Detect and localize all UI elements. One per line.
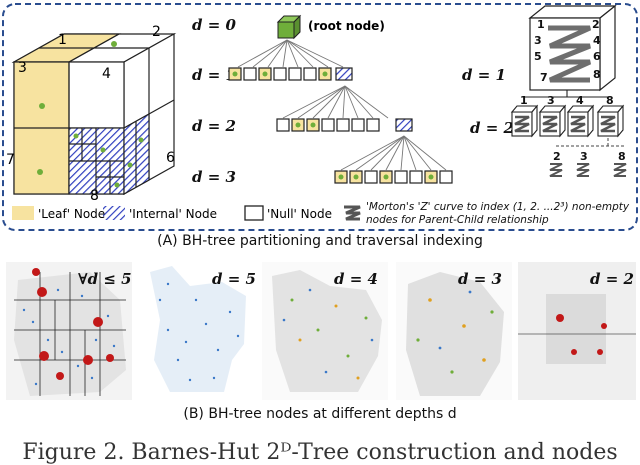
cube-label-3: 3 xyxy=(18,60,27,76)
cube-label-8: 8 xyxy=(90,188,99,204)
child-number-3: 3 xyxy=(547,94,555,107)
depth-label-3: d = 3 xyxy=(192,168,236,186)
panel-d2 xyxy=(518,294,636,364)
panel-d3 xyxy=(406,272,504,396)
tree-edges xyxy=(237,39,447,171)
depth-label-1: d = 1 xyxy=(192,66,236,84)
panel-label-all: ∀d ≤ 5 xyxy=(78,270,132,288)
cube-label-6: 6 xyxy=(166,150,175,166)
cube-label-1: 1 xyxy=(58,32,67,48)
legend-internal-label: 'Internal' Node xyxy=(129,207,217,221)
morton-number-3: 3 xyxy=(534,34,542,47)
grandchild-number-2: 2 xyxy=(553,150,561,163)
grandchild-number-3: 3 xyxy=(580,150,588,163)
figure-caption: Figure 2. Barnes-Hut 2ᴰ-Tree constructio… xyxy=(22,440,618,465)
child-number-8: 8 xyxy=(606,94,614,107)
morton-number-5: 5 xyxy=(534,50,542,63)
legend-morton-label: 'Morton's 'Z' curve to index (1, 2. ...2… xyxy=(366,201,630,226)
tree-row-d1 xyxy=(228,67,353,81)
root-node-label: (root node) xyxy=(308,19,385,33)
right-depth-label-2: d = 2 xyxy=(470,119,514,137)
cube-label-4: 4 xyxy=(102,66,111,82)
panel-d5 xyxy=(150,266,246,392)
panel-label-d5: d = 5 xyxy=(212,270,256,288)
octree-cube xyxy=(11,32,177,196)
cube-points xyxy=(37,41,144,188)
morton-number-2: 2 xyxy=(592,18,600,31)
panel-d4 xyxy=(272,270,382,392)
caption-a: (A) BH-tree partitioning and traversal i… xyxy=(157,233,483,249)
depth-label-0: d = 0 xyxy=(192,16,237,34)
tree-row-d3 xyxy=(334,170,453,184)
cube-label-2: 2 xyxy=(152,24,161,40)
morton-number-7: 7 xyxy=(540,71,548,84)
right-depth-label-1: d = 1 xyxy=(462,66,506,84)
grandchild-number-8: 8 xyxy=(618,150,626,163)
legend-null-label: 'Null' Node xyxy=(267,207,332,221)
z-curve-icon xyxy=(548,25,592,83)
morton-number-8: 8 xyxy=(593,68,601,81)
morton-number-4: 4 xyxy=(593,34,601,47)
top-panel-border xyxy=(2,3,638,231)
child-number-4: 4 xyxy=(576,94,584,107)
panel-all-depths xyxy=(14,268,126,396)
panel-label-d2: d = 2 xyxy=(590,270,634,288)
caption-b: (B) BH-tree nodes at different depths d xyxy=(183,406,457,422)
morton-number-1: 1 xyxy=(537,18,545,31)
child-number-1: 1 xyxy=(520,94,528,107)
depth-label-2: d = 2 xyxy=(192,117,236,135)
panel-label-d3: d = 3 xyxy=(458,270,502,288)
cube-label-7: 7 xyxy=(6,152,15,168)
legend-leaf-label: 'Leaf' Node xyxy=(38,207,105,221)
panel-label-d4: d = 4 xyxy=(334,270,378,288)
grandchild-links xyxy=(556,138,624,147)
root-node xyxy=(276,14,302,40)
legend xyxy=(12,205,361,221)
morton-number-6: 6 xyxy=(593,50,601,63)
tree-row-d2 xyxy=(276,118,413,132)
